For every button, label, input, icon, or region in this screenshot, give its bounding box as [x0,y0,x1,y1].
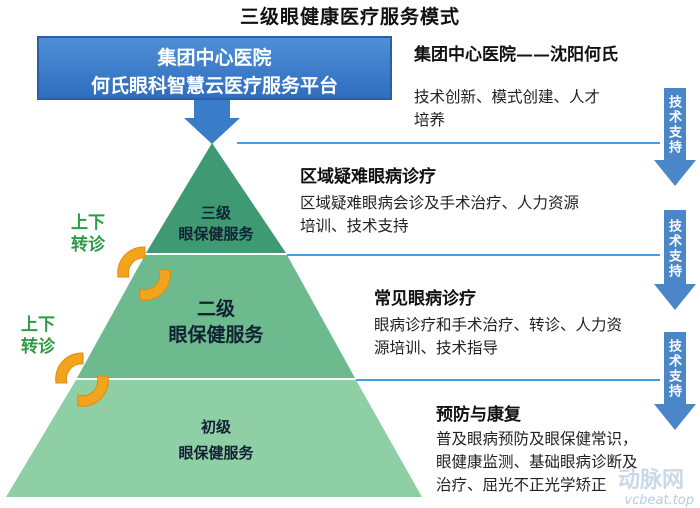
support-arrow-1 [654,88,696,186]
prevention-desc-line-2: 眼健康监测、基础眼病诊断及 [436,453,638,471]
regional-desc-line-1: 区域疑难眼病会诊及手术治疗、人力资源 [300,194,580,212]
center-desc-line-1: 技术创新、模式创建、人才 [414,88,601,106]
common-desc: 眼病诊疗和手术治疗、转诊、人力资 源培训、技术指导 [374,314,622,360]
center-desc: 技术创新、模式创建、人才 培养 [414,86,600,132]
common-title: 常见眼病诊疗 [374,289,476,309]
tier-1-label: 初级 眼保健服务 [156,414,276,466]
common-desc-line-2: 源培训、技术指导 [374,339,499,357]
regional-desc: 区域疑难眼病会诊及手术治疗、人力资源 培训、技术支持 [300,192,579,238]
tier-2-line-2: 眼保健服务 [168,324,264,346]
support-label-3: 技术支持 [666,339,681,399]
support-label-1: 技术支持 [666,95,681,155]
center-desc-line-2: 培养 [414,111,446,129]
top-box-line-2: 何氏眼科智慧云医疗服务平台 [90,75,338,97]
referral-ring-upper [117,246,171,301]
support-label-2: 技术支持 [666,219,681,279]
prevention-desc-line-3: 治疗、屈光不正光学矫正 [436,476,607,494]
pyramid-tier-2 [77,255,355,378]
referral-upper-line-1: 上下 [71,213,105,233]
pyramid-tier-3 [146,143,286,253]
support-arrow-3 [654,332,696,430]
tier-2-line-1: 二级 [196,298,235,320]
top-down-arrow [184,100,240,144]
tier-3-label: 三级 眼保健服务 [166,202,266,244]
top-box-line-1: 集团中心医院 [157,47,272,69]
central-hospital-box: 集团中心医院 何氏眼科智慧云医疗服务平台 [37,36,392,100]
prevention-desc: 普及眼病预防及眼保健常识， 眼健康监测、基础眼病诊断及 治疗、屈光不正光学矫正 [436,428,638,497]
referral-lower-line-2: 转诊 [21,337,55,357]
referral-upper-line-2: 转诊 [71,235,105,255]
tier-2-label: 二级 眼保健服务 [156,296,276,348]
diagram-title: 三级眼健康医疗服务模式 [239,6,460,28]
prevention-title: 预防与康复 [436,405,521,425]
regional-desc-line-2: 培训、技术支持 [300,217,409,235]
watermark-en: vcbeat.top [624,493,694,508]
tier-3-line-2: 眼保健服务 [178,225,254,243]
pyramid-tier-1 [6,380,422,497]
referral-lower-line-1: 上下 [21,315,55,335]
regional-title: 区域疑难眼病诊疗 [300,167,436,187]
referral-ring-lower [55,352,109,407]
watermark-cn: 动脉网 [617,468,684,493]
support-arrow-2 [654,210,696,310]
referral-label-upper: 上下 转诊 [64,212,112,256]
center-title: 集团中心医院——沈阳何氏 [414,45,618,65]
tier-1-line-2: 眼保健服务 [178,444,254,462]
prevention-desc-line-1: 普及眼病预防及眼保健常识， [436,430,638,448]
tier-1-line-1: 初级 [200,418,231,436]
referral-label-lower: 上下 转诊 [14,314,62,358]
tier-3-line-1: 三级 [200,204,231,222]
common-desc-line-1: 眼病诊疗和手术治疗、转诊、人力资 [374,316,623,334]
